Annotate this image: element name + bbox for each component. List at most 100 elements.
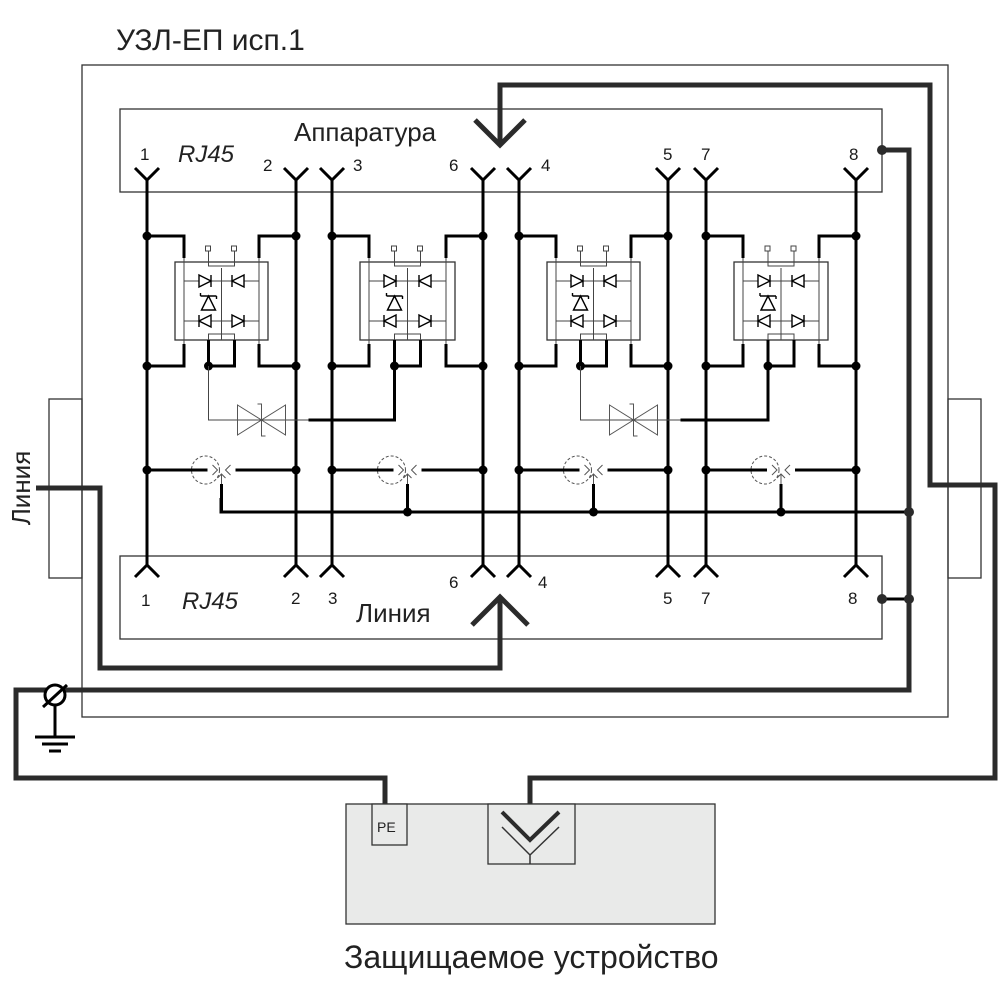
diode-icon bbox=[197, 313, 212, 329]
line-cable-arrow bbox=[470, 593, 530, 627]
junction-dot bbox=[514, 465, 524, 475]
junction-dot bbox=[663, 465, 673, 475]
pad-lead bbox=[767, 251, 795, 267]
top-pin-label: 5 bbox=[663, 145, 672, 164]
diode-icon bbox=[791, 313, 806, 329]
junction-dot bbox=[291, 361, 301, 371]
test-pad-icon bbox=[764, 245, 771, 252]
pad-lead bbox=[580, 333, 607, 340]
ground-symbol bbox=[35, 683, 75, 753]
pad-lead bbox=[767, 333, 795, 340]
pad-lead bbox=[580, 251, 607, 267]
connector-bottom-name: Линия bbox=[356, 598, 431, 628]
cell-lead bbox=[817, 234, 856, 258]
junction-dot bbox=[514, 361, 524, 371]
equipment-cable-arrow bbox=[473, 118, 527, 149]
zener-icon bbox=[759, 293, 777, 311]
bidirectional-tvs bbox=[580, 366, 770, 437]
junction-dot bbox=[904, 594, 914, 604]
top-pin-label: 8 bbox=[849, 145, 858, 164]
zener-icon bbox=[385, 293, 404, 311]
pe-label: PE bbox=[377, 819, 396, 835]
gdt-electrodes-icon bbox=[212, 464, 231, 484]
diode-icon bbox=[756, 313, 771, 329]
top-pin-label: 3 bbox=[353, 156, 362, 175]
junction-dot bbox=[663, 361, 673, 371]
junction-dot bbox=[478, 465, 488, 475]
right-cable-gland bbox=[947, 398, 982, 579]
junction-dot bbox=[142, 361, 152, 371]
bottom-pin-label: 5 bbox=[663, 589, 672, 608]
ground-wire bbox=[13, 147, 912, 805]
top-pin-labels: 1 2 3 6 4 5 7 8 bbox=[140, 145, 858, 175]
junction-dot bbox=[663, 231, 673, 241]
bottom-pin-label: 2 bbox=[291, 589, 300, 608]
gas-discharge-tube-icon bbox=[750, 455, 780, 485]
zener-icon bbox=[571, 293, 590, 311]
junction-dot bbox=[851, 465, 861, 475]
cell-lead bbox=[817, 344, 856, 368]
test-pad-icon bbox=[417, 245, 423, 252]
pad-lead bbox=[394, 333, 421, 340]
tvs-lead bbox=[580, 366, 681, 421]
diode-icon bbox=[790, 273, 805, 289]
top-pin-label: 6 bbox=[449, 156, 458, 175]
junction-dot bbox=[478, 231, 488, 241]
diode-icon bbox=[383, 273, 398, 289]
junction-dot bbox=[142, 231, 152, 241]
pe-terminal bbox=[371, 803, 408, 846]
port-arrow-icon bbox=[500, 810, 561, 843]
tvs-diode-icon bbox=[609, 403, 658, 437]
diode-icon bbox=[602, 273, 617, 289]
cell-lead bbox=[147, 234, 186, 258]
pad-lead bbox=[208, 333, 235, 340]
top-pin-label: 1 bbox=[140, 145, 149, 164]
gas-discharge-tube-icon bbox=[191, 455, 220, 485]
equipment-cable bbox=[497, 82, 998, 845]
junction-dot bbox=[851, 361, 861, 371]
terminal-slash-icon bbox=[41, 683, 69, 709]
cell-lead bbox=[444, 234, 483, 258]
tvs-lead bbox=[208, 366, 309, 421]
junction-dot bbox=[327, 465, 337, 475]
cell-lead bbox=[629, 344, 668, 368]
test-pad-icon bbox=[391, 245, 397, 252]
junction-dot bbox=[291, 465, 301, 475]
device-housing bbox=[81, 64, 949, 718]
diode-icon bbox=[757, 273, 772, 289]
protection-cell bbox=[327, 231, 488, 517]
bottom-pin-label: 6 bbox=[449, 573, 458, 592]
connector-top-name: Аппаратура bbox=[294, 117, 437, 147]
bidirectional-tvs bbox=[208, 366, 396, 437]
cell-output bbox=[579, 340, 608, 368]
diode-icon bbox=[603, 313, 618, 329]
connector-top-type: RJ45 bbox=[178, 141, 235, 168]
junction-dot bbox=[701, 231, 711, 241]
top-pin-label: 2 bbox=[263, 156, 272, 175]
diode-icon bbox=[418, 313, 433, 329]
junction-dot bbox=[291, 231, 301, 241]
tvs-diode-icon bbox=[237, 403, 286, 437]
pin-symbols bbox=[133, 166, 870, 579]
top-pin-label: 4 bbox=[541, 156, 550, 175]
line-cable bbox=[36, 485, 503, 671]
protected-device: PE Защищаемое устройство bbox=[344, 803, 719, 975]
gas-discharge-tube-icon bbox=[563, 455, 592, 485]
cell-lead bbox=[706, 234, 745, 258]
test-pad-icon bbox=[231, 245, 237, 252]
left-line-label: Линия bbox=[6, 451, 36, 526]
diode-icon bbox=[230, 273, 245, 289]
cell-output bbox=[766, 340, 796, 368]
zener-icon bbox=[199, 293, 218, 311]
junction-dot bbox=[701, 361, 711, 371]
diode-icon bbox=[570, 273, 585, 289]
junction-dot bbox=[478, 361, 488, 371]
junction-dot bbox=[142, 465, 152, 475]
cell-lead bbox=[257, 234, 296, 258]
test-pad-icon bbox=[790, 245, 797, 252]
line-wires bbox=[145, 180, 858, 565]
top-pin-label: 7 bbox=[701, 145, 710, 164]
cell-lead bbox=[519, 234, 558, 258]
junction-dot bbox=[701, 465, 711, 475]
bottom-pin-label: 4 bbox=[538, 573, 547, 592]
